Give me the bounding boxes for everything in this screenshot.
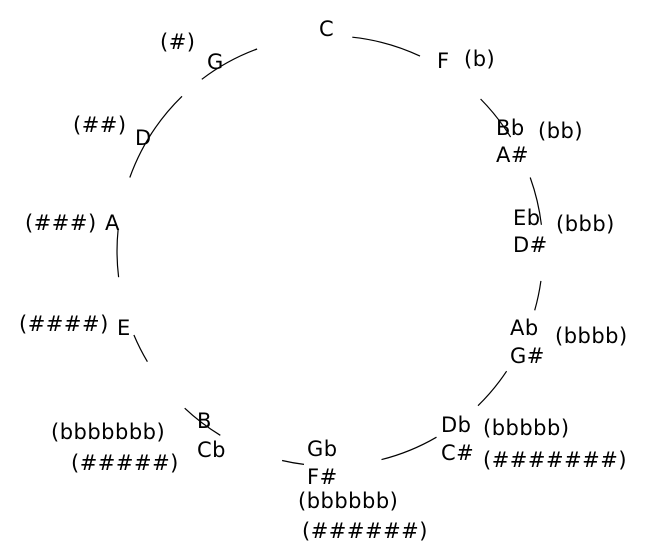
key-ab-signature: (bbbb) [555,324,628,348]
key-gb: Gb [307,437,338,461]
key-ab: Ab [510,316,539,340]
key-c-sharp-signature: (#######) [483,448,628,472]
key-d-signature: (##) [73,113,127,137]
key-eb-signature: (bbb) [556,212,615,236]
key-f: F [437,49,450,73]
key-f-signature: (b) [464,47,496,71]
key-db: Db [441,413,472,437]
circle-arc-segment [480,98,512,138]
circle-arc-segment [184,407,221,436]
circle-arc-segment [281,459,305,465]
key-g-sharp: G# [510,344,545,368]
key-f-sharp: F# [307,465,338,489]
key-a: A [105,211,120,235]
key-db-signature: (bbbbb) [483,416,570,440]
circle-arc-segment [129,95,183,178]
circle-arc-segment [352,36,421,57]
key-g-signature: (#) [160,30,196,54]
key-d-sharp: D# [513,233,548,257]
circle-arc-segment [116,228,120,278]
circle-arc-segment [201,48,258,80]
key-f-sharp-signature: (######) [302,519,428,543]
key-d: D [135,126,152,150]
circle-arcs [116,36,542,465]
key-b-sharp-signature: (#####) [71,451,179,475]
key-e: E [117,316,131,340]
circle-arc-segment [529,177,542,225]
key-e-signature: (####) [19,312,109,336]
key-b: B [197,409,212,433]
key-cb: Cb [197,438,226,462]
key-a-sharp: A# [496,143,529,167]
key-bb: Bb [496,116,525,140]
circle-arc-segment [477,370,508,407]
key-c: C [319,17,335,41]
circle-arc-segment [133,334,148,363]
key-gb-signature: (bbbbbb) [298,489,399,513]
circle-arc-segment [534,280,542,311]
key-b-flat-signature: (bbbbbbb) [51,420,166,444]
key-eb: Eb [513,206,541,230]
circle-arc-segment [381,436,437,461]
key-c-sharp: C# [441,441,475,465]
key-g: G [207,50,224,74]
key-a-signature: (###) [25,211,97,235]
key-bb-signature: (bb) [538,119,584,143]
